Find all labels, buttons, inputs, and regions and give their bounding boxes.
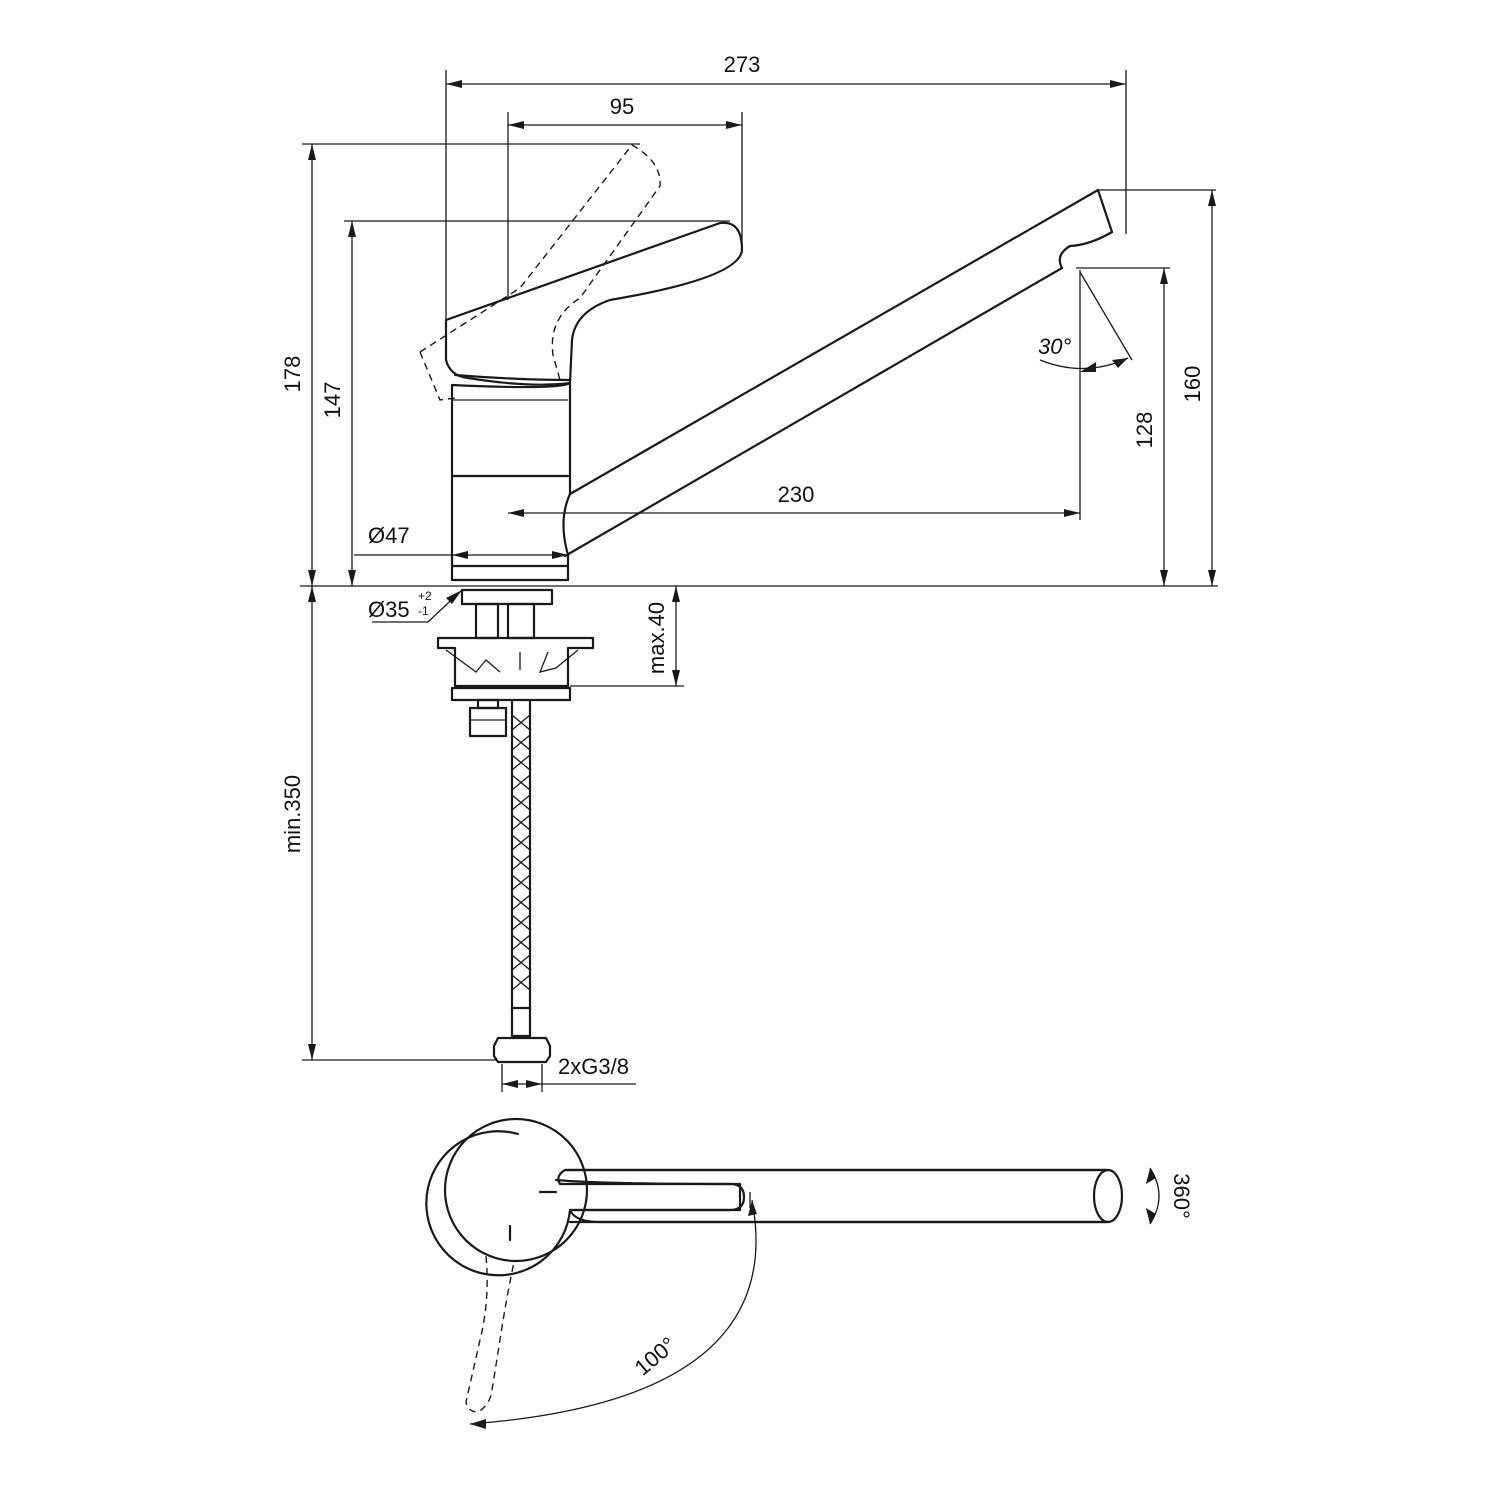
side-view: 273 95 178 147 230 160 <box>280 52 1218 1092</box>
dim-360deg: 360° <box>1169 1173 1194 1219</box>
dim-min-350: min.350 <box>280 775 305 853</box>
dim-273: 273 <box>724 52 761 77</box>
lever-handle <box>444 221 744 386</box>
dim-dia-35: Ø35 <box>368 597 410 622</box>
mounting-kit <box>436 588 595 738</box>
lever-rotated-position <box>465 1255 515 1413</box>
lever-open-position <box>419 144 661 401</box>
dim-230: 230 <box>778 482 815 507</box>
dim-max-40: max.40 <box>644 602 669 674</box>
flexible-hose <box>492 698 552 1064</box>
tol-plus: +2 <box>418 589 432 603</box>
tol-minus: -1 <box>418 604 429 618</box>
dim-178: 178 <box>280 356 305 393</box>
dim-dia-47: Ø47 <box>368 523 410 548</box>
dim-30deg: 30° <box>1038 334 1071 359</box>
dim-100deg: 100° <box>630 1332 681 1380</box>
top-view: 360° 100° <box>425 1117 1194 1429</box>
dim-160: 160 <box>1180 366 1205 403</box>
spout <box>563 188 1216 558</box>
spout-outlet <box>1092 1168 1124 1224</box>
dim-147: 147 <box>320 382 345 419</box>
faucet-body <box>450 381 572 582</box>
dim-128: 128 <box>1132 412 1157 449</box>
dim-connection: 2xG3/8 <box>558 1054 629 1079</box>
faucet-body-top <box>443 1117 589 1263</box>
dim-95: 95 <box>610 94 634 119</box>
